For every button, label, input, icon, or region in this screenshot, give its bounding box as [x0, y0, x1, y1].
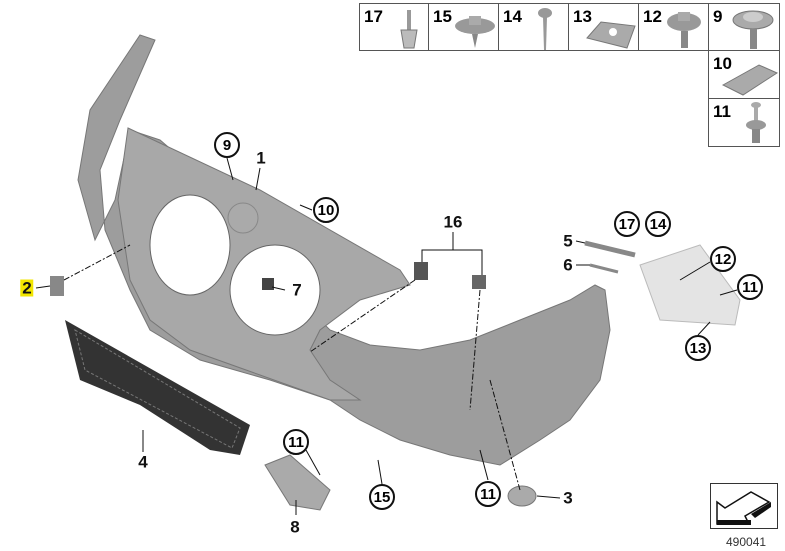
callout-10: 10 [313, 197, 339, 223]
callout-7: 7 [292, 280, 302, 300]
callout-8: 8 [290, 517, 300, 537]
callout-3: 3 [563, 488, 573, 508]
screw-icon [538, 8, 552, 50]
part-cell-10: 10 [708, 50, 780, 99]
callout-13: 13 [685, 335, 711, 361]
kidney-grille-left [149, 194, 231, 296]
rivet-icon [400, 10, 418, 49]
badge-mount [227, 202, 259, 234]
part-number: 9 [713, 7, 723, 26]
part-cell-11: 11 [708, 98, 780, 147]
part-7 [262, 278, 274, 290]
callout-2: 2 [20, 278, 34, 298]
part-number: 12 [643, 7, 662, 26]
clip-nut-icon [586, 21, 636, 49]
part-number: 10 [713, 54, 732, 73]
callout-1: 1 [256, 148, 266, 168]
callout-14: 14 [645, 211, 671, 237]
bracket-8 [264, 454, 331, 511]
callout-6: 6 [563, 255, 573, 275]
part-5 [584, 240, 636, 258]
diagram-number: 490041 [726, 535, 767, 549]
callout-15: 15 [369, 484, 395, 510]
direction-arrow-icon [716, 491, 771, 525]
part-6 [589, 263, 619, 274]
part-number: 13 [573, 7, 592, 26]
part-cell-17: 17 [359, 3, 429, 51]
spring-clip-icon [721, 64, 779, 96]
kidney-grille-right [229, 244, 321, 336]
part-cell-9: 9 [708, 3, 780, 51]
part-cell-15: 15 [428, 3, 499, 51]
part-16b [472, 275, 486, 289]
part-number: 17 [364, 7, 383, 26]
part-number: 11 [713, 102, 731, 121]
part-number: 15 [433, 7, 452, 26]
lower-grille [65, 320, 250, 455]
part-cell-13: 13 [568, 3, 639, 51]
bracket-right [639, 244, 741, 326]
callout-4: 4 [138, 452, 148, 472]
callout-11: 11 [283, 429, 309, 455]
callout-5: 5 [563, 231, 573, 251]
callout-11: 11 [475, 481, 501, 507]
torx-washer-bolt-icon [732, 10, 774, 49]
hex-bolt-icon [667, 12, 701, 48]
part-2 [50, 276, 64, 296]
part-cell-12: 12 [638, 3, 709, 51]
callout-12: 12 [710, 246, 736, 272]
callout-11: 11 [737, 274, 763, 300]
part-number: 14 [503, 7, 522, 26]
callout-9: 9 [214, 132, 240, 158]
part-cell-14: 14 [498, 3, 569, 51]
callout-16: 16 [443, 212, 463, 232]
bolt-icon [746, 102, 766, 143]
orientation-box [710, 483, 778, 529]
callout-17: 17 [614, 211, 640, 237]
hex-washer-screw-icon [455, 16, 495, 48]
cover-cap-3 [507, 485, 537, 507]
part-16a [414, 262, 428, 280]
